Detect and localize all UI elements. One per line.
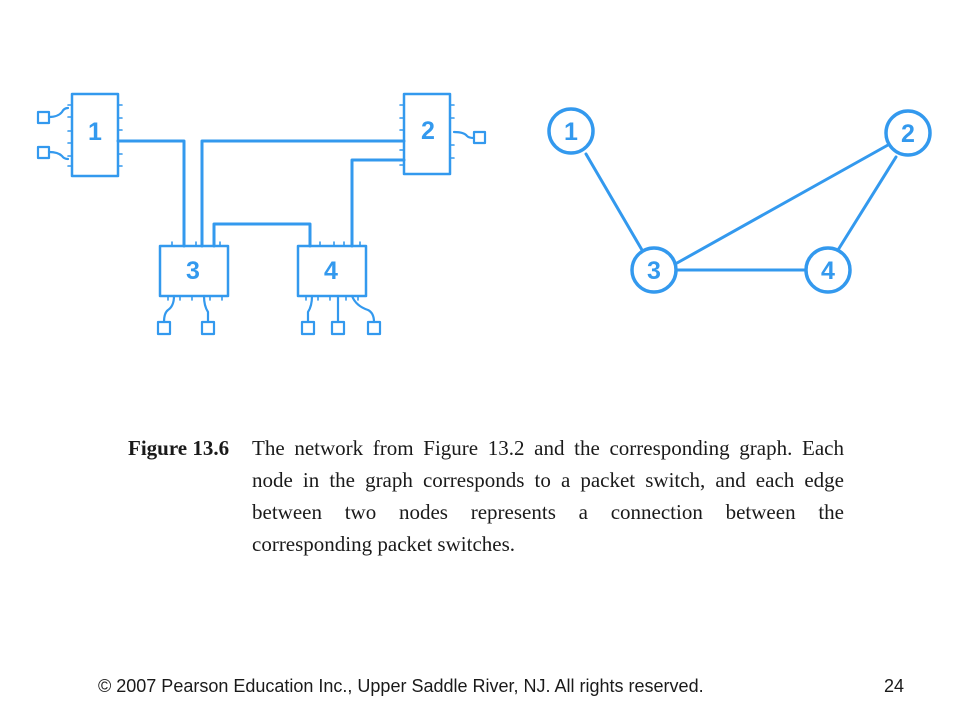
switch-2-label: 2	[421, 117, 435, 145]
link-1-2-to-3	[200, 139, 406, 248]
host-computer	[330, 320, 346, 336]
switch-3-label: 3	[186, 257, 200, 285]
switch-1-ports	[67, 104, 123, 167]
graph-node-3	[630, 246, 678, 294]
host-computer	[472, 130, 487, 145]
graph-edge-1-3	[584, 152, 644, 252]
packet-switch-3	[158, 244, 230, 298]
graph-edge-3-2	[675, 143, 890, 265]
switch-1-label: 1	[88, 118, 102, 146]
graph-node-3-label: 3	[647, 257, 661, 285]
switch-2-hosts	[452, 130, 487, 145]
host-computer	[36, 145, 51, 160]
graph-node-4-label: 4	[821, 257, 835, 285]
switch-2-ports	[399, 104, 455, 166]
figure-label: Figure 13.6	[128, 436, 230, 460]
switch-4-label: 4	[324, 257, 338, 285]
graph-node-1-label: 1	[564, 118, 578, 146]
host-computer	[366, 320, 382, 336]
packet-switch-1	[70, 92, 120, 178]
switch-4-ports	[305, 241, 361, 301]
host-computer	[36, 110, 51, 125]
switch-4-hosts	[300, 294, 382, 336]
network-diagram: 1 2 3 4 1 2 3 4	[36, 92, 932, 336]
graph-node-4	[804, 246, 852, 294]
graph-edges	[584, 143, 898, 272]
link-1-3	[116, 139, 186, 248]
copyright-notice: © 2007 Pearson Education Inc., Upper Sad…	[98, 676, 704, 696]
figure-caption-text: The network from Figure 13.2 and the cor…	[252, 436, 844, 556]
host-computer	[156, 320, 172, 336]
graph-node-2	[884, 109, 932, 157]
figure-caption: Figure 13.6 The network from Figure 13.2…	[128, 432, 844, 560]
graph-edge-4-2	[836, 155, 898, 252]
page-number: 24	[883, 676, 904, 696]
host-computer	[200, 320, 216, 336]
graph-node-2-label: 2	[901, 120, 915, 148]
switch-3-ports	[167, 241, 223, 301]
packet-switch-4	[296, 244, 368, 298]
host-computer	[300, 320, 316, 336]
switch-1-hosts	[36, 106, 70, 161]
switch-3-hosts	[156, 294, 216, 336]
link-2-4	[350, 158, 406, 248]
link-3-4	[212, 222, 312, 248]
graph-node-1	[547, 107, 595, 155]
packet-switch-2	[402, 92, 452, 176]
